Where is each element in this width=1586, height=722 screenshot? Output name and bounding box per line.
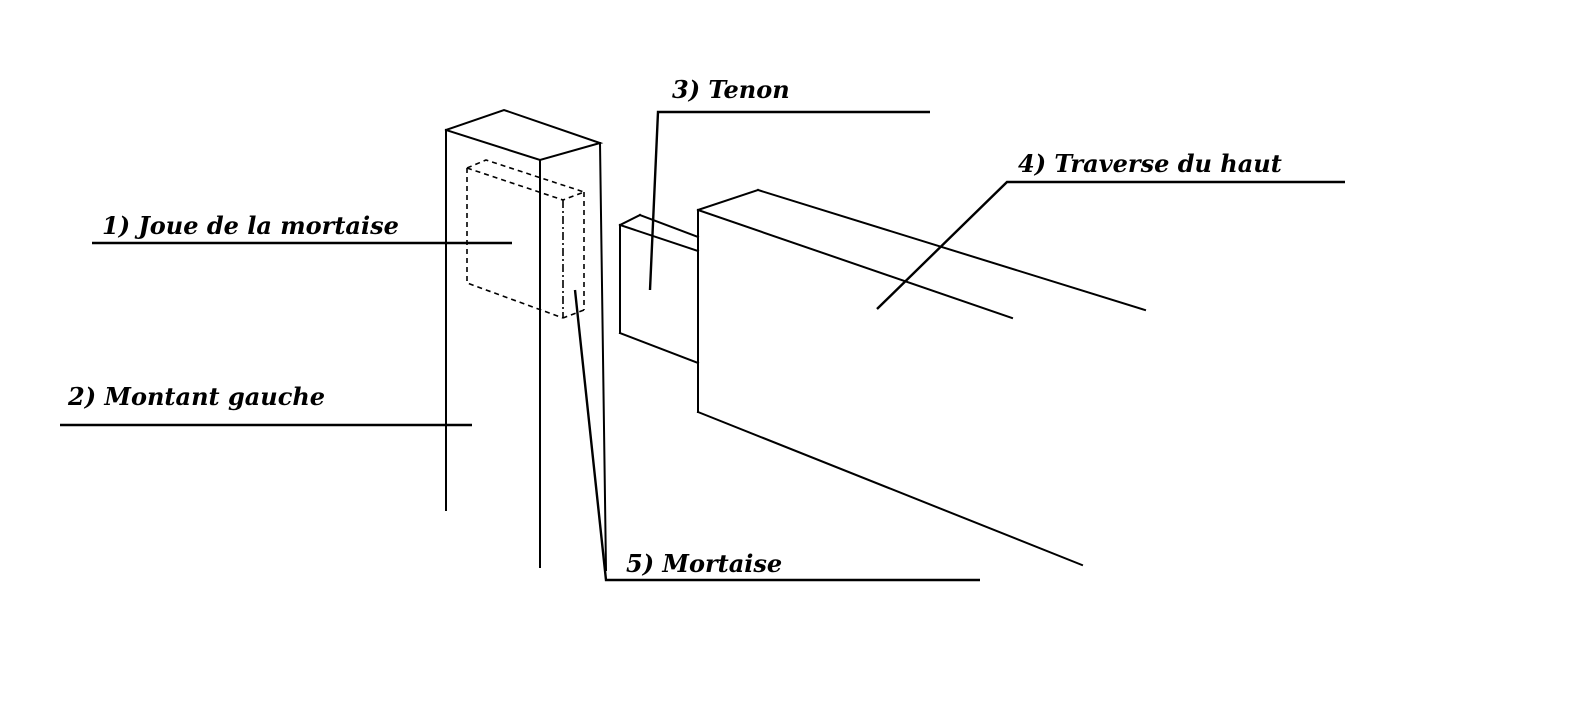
top-rail [696,188,1147,567]
left-upright [444,108,608,572]
mortise-top-edge [466,167,564,201]
tenon-bottom-edge [618,331,700,365]
mortise-face-outline [466,168,564,319]
leader-traverse [876,180,1345,310]
mortise-back-top [466,159,587,201]
tenon-top-front [618,223,700,253]
leader-tenon [648,110,930,291]
mortise-back-bottom [562,309,585,319]
rail-front-top-edge [696,208,1014,320]
mortise-hidden-outline [466,159,587,319]
leader-lines [60,110,1345,582]
tenon-shape [618,213,700,365]
tenon-top-face [638,213,700,239]
leader-mortaise [573,289,980,582]
rail-back-top-edge [756,188,1147,312]
label-joue: 1) Joue de la mortaise [102,211,399,240]
label-montant: 2) Montant gauche [67,382,325,411]
label-traverse: 4) Traverse du haut [1018,149,1282,178]
tenon-top-edge [618,213,642,227]
upright-top-face [444,108,604,162]
rail-bottom-edge [696,410,1084,567]
label-mortaise: 5) Mortaise [626,549,782,578]
label-tenon: 3) Tenon [672,75,790,104]
upright-right-edge [598,141,608,572]
labels: 1) Joue de la mortaise 2) Montant gauche… [67,75,1282,578]
rail-top-left-edge [696,188,760,212]
